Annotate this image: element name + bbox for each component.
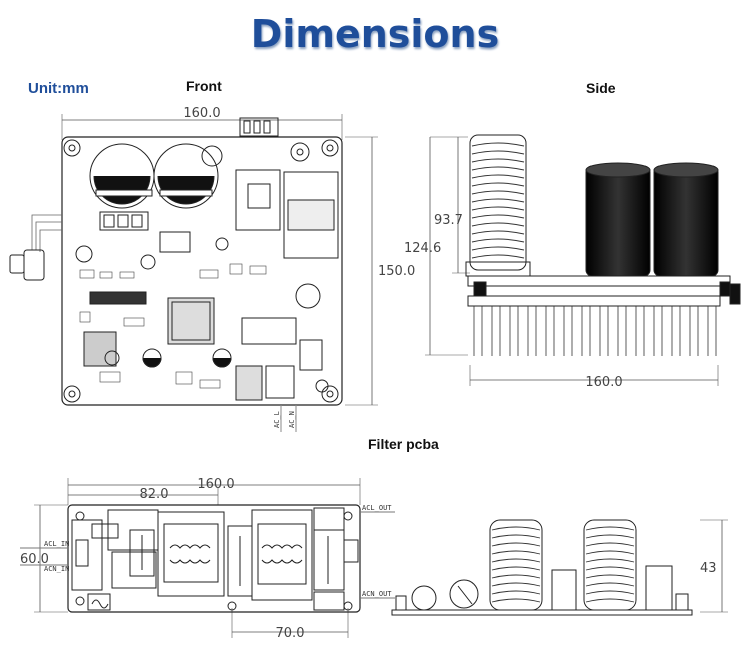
side-total-height-dimension: 124.6 (404, 241, 441, 256)
front-height-dimension: 150.0 (378, 264, 415, 279)
filter-hole-spacing-dimension: 70.0 (276, 626, 305, 641)
wire-label-acn-out: ACN_OUT (362, 590, 392, 598)
front-view-label: Front (186, 78, 222, 94)
filter-total-width-dimension: 160.0 (197, 477, 234, 492)
wire-label-acl-out: ACL_OUT (362, 504, 392, 512)
front-width-dimension: 160.0 (183, 106, 220, 121)
filter-side-height-dimension: 43 (700, 561, 717, 576)
wire-label-acn-in: ACN_IN (44, 565, 69, 573)
filter-view-label: Filter pcba (368, 436, 439, 452)
side-view (425, 134, 741, 386)
filter-front-view (20, 478, 395, 638)
side-width-dimension: 160.0 (585, 375, 622, 390)
unit-label: Unit:mm (28, 80, 89, 97)
filter-height-dimension: 60.0 (20, 552, 49, 567)
page-title: Dimensions (250, 12, 500, 56)
side-inductor-height-dimension: 93.7 (434, 213, 463, 228)
side-view-label: Side (586, 80, 616, 96)
wire-label-ac-l: AC_L (273, 411, 281, 428)
front-view (9, 114, 378, 432)
filter-side-view (391, 519, 728, 616)
filter-partial-width-dimension: 82.0 (140, 487, 169, 502)
wire-label-ac-n: AC_N (288, 411, 296, 428)
wire-label-acl-in: ACL_IN (44, 540, 69, 548)
